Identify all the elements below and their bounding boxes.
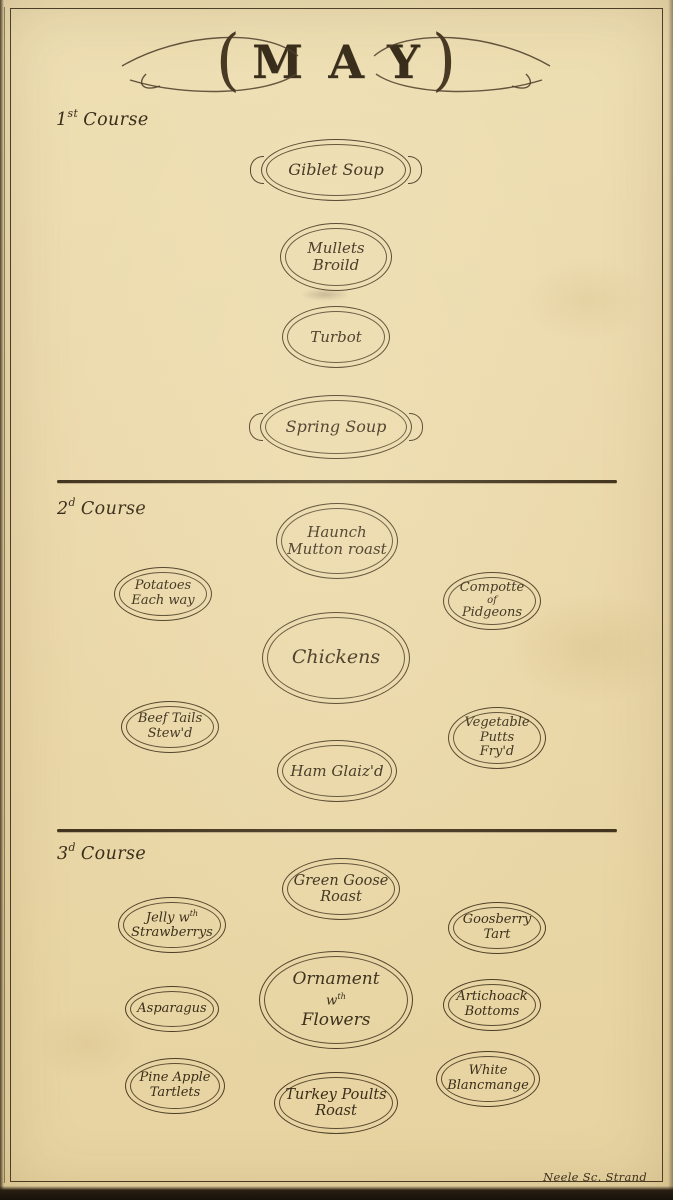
course-divider-1 bbox=[57, 480, 617, 483]
dish-line: Giblet Soup bbox=[288, 160, 384, 180]
dish-line: Tartlets bbox=[149, 1085, 201, 1100]
dish-line: Each way bbox=[131, 593, 195, 608]
dish-line: Pine Apple bbox=[139, 1070, 211, 1086]
dish-line: Pidgeons bbox=[461, 605, 523, 621]
dish-pine-apple-tartlets: Pine Apple Tartlets bbox=[125, 1058, 225, 1114]
dish-line: Tart bbox=[483, 927, 511, 942]
dish-goosberry-tart: Goosberry Tart bbox=[448, 902, 546, 954]
dish-line: Stew'd bbox=[147, 726, 193, 741]
dish-mullets-broild: Mullets Broild bbox=[280, 223, 392, 291]
printed-border-frame-left-double bbox=[4, 7, 5, 1183]
dish-asparagus: Asparagus bbox=[125, 986, 219, 1032]
dish-spring-soup: Spring Soup bbox=[260, 395, 412, 459]
dish-line: Strawberrys bbox=[131, 925, 213, 941]
dish-line: Flowers bbox=[301, 1010, 371, 1031]
title-flourish-ribbon bbox=[121, 36, 551, 93]
dish-line: Blancmange bbox=[447, 1078, 529, 1093]
dish-line: Fry'd bbox=[479, 744, 515, 760]
dish-line: of bbox=[487, 594, 497, 606]
dish-line: Putts bbox=[479, 729, 515, 745]
dish-chickens: Chickens bbox=[262, 612, 410, 704]
dish-line: Ham Glaiz'd bbox=[290, 761, 384, 780]
dish-line: Broild bbox=[312, 256, 360, 274]
dish-line: White bbox=[468, 1063, 508, 1079]
dish-line: wth bbox=[326, 990, 346, 1009]
dish-line: Mutton roast bbox=[287, 540, 387, 558]
dish-ham-glaizd: Ham Glaiz'd bbox=[277, 740, 397, 802]
dish-haunch-mutton-roast: Haunch Mutton roast bbox=[276, 503, 398, 579]
dish-line: Vegetable bbox=[464, 715, 530, 731]
dish-line: Green Goose bbox=[293, 872, 389, 889]
dish-line: Haunch bbox=[307, 523, 367, 542]
dish-turkey-poults-roast: Turkey Poults Roast bbox=[274, 1072, 398, 1134]
dish-line: Turkey Poults bbox=[285, 1086, 387, 1103]
dish-compotte-of-pidgeons: Compotte of Pidgeons bbox=[443, 572, 541, 630]
dish-beef-tails-stewd: Beef Tails Stew'd bbox=[121, 701, 219, 753]
dish-line: Chickens bbox=[291, 646, 381, 669]
dish-turbot: Turbot bbox=[282, 306, 390, 368]
scan-edge-bottom bbox=[0, 1186, 673, 1200]
dish-line: Spring Soup bbox=[285, 417, 387, 437]
dish-giblet-soup: Giblet Soup bbox=[261, 139, 411, 201]
dish-line: Beef Tails bbox=[137, 711, 203, 727]
dish-artichoack-bottoms: Artichoack Bottoms bbox=[443, 979, 541, 1031]
title-open-paren: ( bbox=[215, 19, 241, 99]
dish-line: Ornament bbox=[292, 968, 380, 989]
title-cartouche: ( MAY ) bbox=[116, 18, 556, 110]
scan-edge-left bbox=[0, 0, 4, 1200]
paper-smudge bbox=[300, 288, 350, 301]
dish-vegetable-putts-fryd: Vegetable Putts Fry'd bbox=[448, 707, 546, 769]
dish-jelly-with-strawberrys: Jelly wth Strawberrys bbox=[118, 897, 226, 953]
dish-green-goose-roast: Green Goose Roast bbox=[282, 858, 400, 920]
dish-line: Roast bbox=[320, 889, 362, 905]
dish-line: Compotte bbox=[459, 580, 525, 596]
dish-line: Potatoes bbox=[134, 578, 192, 594]
dish-line: Artichoack bbox=[456, 989, 528, 1005]
dish-line: Roast bbox=[315, 1103, 357, 1119]
dish-potatoes-each-way: Potatoes Each way bbox=[114, 567, 212, 621]
dish-white-blancmange: White Blancmange bbox=[436, 1051, 540, 1107]
scan-edge-right bbox=[668, 0, 673, 1200]
dish-line: Jelly wth bbox=[145, 909, 199, 926]
dish-line: Goosberry bbox=[462, 912, 532, 928]
course-divider-2 bbox=[57, 829, 617, 832]
title-close-paren: ) bbox=[431, 19, 457, 99]
dish-line: Mullets bbox=[307, 239, 365, 258]
engraver-credit: Neele Sc. Strand bbox=[543, 1170, 647, 1184]
dish-ornament-with-flowers: Ornament wth Flowers bbox=[259, 951, 413, 1049]
dish-line: Bottoms bbox=[464, 1004, 520, 1019]
dish-line: Turbot bbox=[310, 327, 362, 346]
dish-line: Asparagus bbox=[137, 1000, 207, 1016]
page-title: MAY bbox=[252, 35, 446, 89]
